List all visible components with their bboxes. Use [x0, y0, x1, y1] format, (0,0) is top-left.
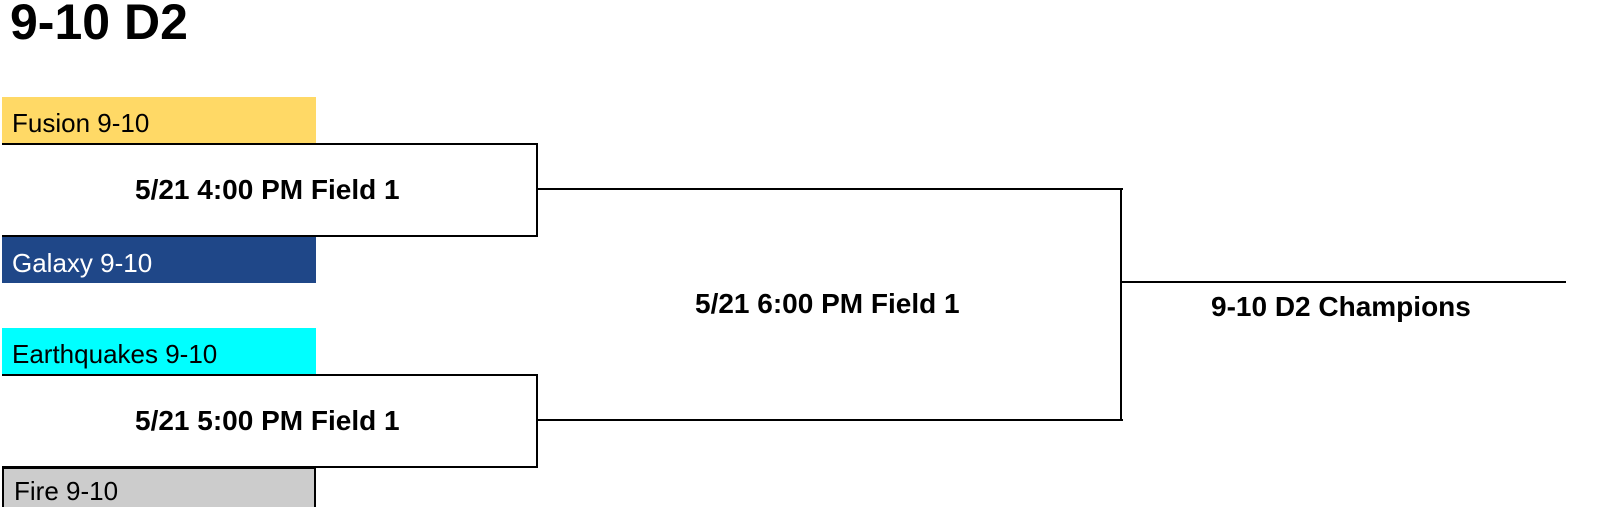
final-bracket-vertical: [1120, 188, 1122, 421]
game-1-label: 5/21 4:00 PM Field 1: [135, 174, 400, 205]
champion-label: 9-10 D2 Champions: [1211, 291, 1471, 322]
team-earthquakes: Earthquakes 9-10: [2, 328, 316, 374]
final-game-label: 5/21 6:00 PM Field 1: [695, 288, 960, 319]
game-2-label: 5/21 5:00 PM Field 1: [135, 405, 400, 436]
champion-line: [1121, 281, 1566, 283]
team-galaxy: Galaxy 9-10: [2, 237, 316, 283]
final-connector-top: [537, 188, 1123, 190]
bracket-title: 9-10 D2: [10, 0, 188, 50]
team-fusion: Fusion 9-10: [2, 97, 316, 143]
team-fire: Fire 9-10: [2, 467, 316, 507]
final-connector-bottom: [537, 419, 1123, 421]
game-1-bracket: [2, 143, 538, 237]
